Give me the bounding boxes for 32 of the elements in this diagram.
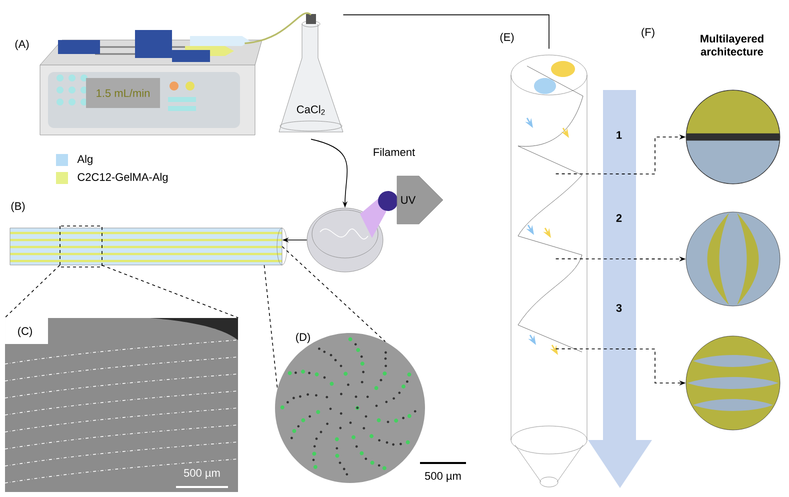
step-number: 2 bbox=[616, 214, 622, 222]
petri-dish bbox=[306, 208, 384, 272]
syringe-pump-drawing: 1.5 mL/min bbox=[40, 30, 262, 136]
filament-tube bbox=[10, 228, 288, 266]
panel-label: (D) bbox=[296, 332, 310, 344]
panel-label: (B) bbox=[11, 202, 25, 212]
zoom-line bbox=[264, 264, 278, 389]
step-number: 1 bbox=[616, 131, 622, 139]
connector-line bbox=[342, 14, 550, 50]
zoom-line bbox=[282, 246, 386, 342]
mixer-drawing bbox=[510, 54, 588, 488]
panel-label: (C) bbox=[5, 318, 48, 344]
panel-label: (A) bbox=[15, 40, 29, 50]
zoom-line bbox=[4, 264, 60, 318]
legend-label: Alg bbox=[77, 154, 92, 166]
cross-section-image bbox=[686, 336, 780, 430]
step-number: 3 bbox=[616, 304, 622, 312]
zoom-line bbox=[101, 264, 239, 318]
fluorescence-micrograph bbox=[275, 333, 425, 483]
flask-drawing: CaCl$_{2}$ bbox=[278, 14, 344, 132]
panel-label: (E) bbox=[500, 32, 514, 44]
uv-lamp: UV bbox=[378, 176, 444, 224]
connector-line bbox=[244, 12, 312, 44]
cross-section-image bbox=[686, 90, 780, 184]
scale-bar-label: 500 µm bbox=[184, 469, 220, 479]
edge-label: Filament bbox=[372, 146, 416, 158]
scale-bar-label: 500 µm bbox=[425, 472, 461, 482]
panel-label: (F) bbox=[642, 28, 654, 38]
cross-section-image bbox=[686, 212, 780, 306]
legend-label: C2C12-GelMA-Alg bbox=[78, 172, 168, 184]
heading: Multilayered architecture bbox=[700, 34, 764, 56]
micrograph bbox=[4, 318, 238, 492]
